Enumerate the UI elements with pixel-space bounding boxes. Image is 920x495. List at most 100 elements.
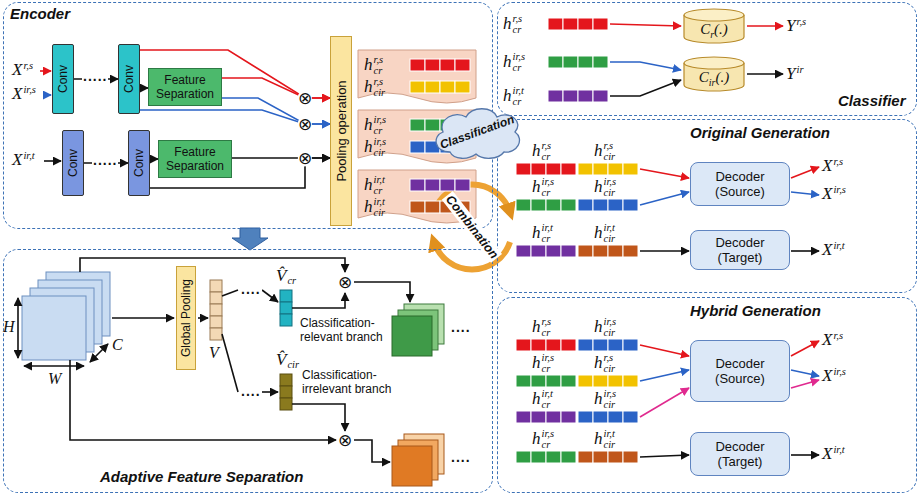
- cylinder-top: [684, 57, 744, 69]
- script-stack: ir,tcir: [604, 428, 616, 450]
- subscript: cir: [604, 151, 616, 162]
- subscript: cr: [374, 65, 384, 76]
- box-label: Decoder (Target): [694, 439, 786, 469]
- feature-bar-cell: [623, 199, 638, 211]
- wire: [262, 391, 278, 393]
- feature-bar-cell: [516, 163, 531, 175]
- wire: [610, 24, 681, 26]
- layer-label: Conv: [132, 149, 146, 177]
- subscript: cr: [542, 151, 552, 162]
- feature-bar-cell: [561, 375, 576, 387]
- symbol-base: Y: [786, 17, 795, 35]
- script-stack: r,s: [796, 16, 806, 36]
- weighted-map: [392, 446, 432, 486]
- ellipsis: ....: [450, 320, 472, 334]
- superscript: ir,t: [23, 150, 34, 161]
- script-stack: r,scir: [374, 76, 386, 98]
- feature-bar-cell: [440, 81, 455, 93]
- subscript: cr: [542, 399, 553, 410]
- wire: [791, 370, 819, 376]
- script-stack: r,scir: [604, 140, 616, 162]
- feature-bar-cell: [561, 451, 576, 463]
- feature-bar-cell: [608, 245, 623, 257]
- superscript: ir,t: [374, 196, 386, 207]
- vector-cell: [280, 290, 292, 302]
- box-label: Feature Separation: [151, 73, 219, 101]
- superscript: ir,t: [374, 174, 385, 185]
- symbol-base: h: [594, 178, 603, 196]
- feature-bar-cell: [578, 411, 593, 423]
- superscript: r,s: [374, 54, 384, 65]
- feature-bar-cell: [548, 18, 563, 30]
- feature-bar-cell: [623, 451, 638, 463]
- pooling-bar: Global Pooling: [176, 266, 196, 370]
- connector: [232, 157, 330, 159]
- feature-bar-cell: [548, 90, 563, 102]
- script-stack: cir: [287, 350, 299, 370]
- math-symbol: hr,scir: [594, 140, 615, 162]
- dimension-label: H: [3, 318, 15, 336]
- math-symbol: hr,scir: [594, 352, 615, 374]
- feature-bar-cell: [578, 339, 593, 351]
- feature-bar-cell: [546, 199, 561, 211]
- symbol-base: X: [12, 61, 22, 79]
- ellipsis: .....: [82, 69, 108, 83]
- feature-bar-cell: [531, 163, 546, 175]
- symbol-base: h: [364, 116, 373, 134]
- superscript: ir,t: [542, 388, 553, 399]
- math-symbol: V̂cir: [276, 350, 299, 370]
- subscript: cir: [287, 359, 299, 370]
- wire: [222, 334, 238, 392]
- feature-bar-cell: [455, 179, 470, 191]
- feature-bar-cell: [516, 451, 531, 463]
- dimension-label: V: [209, 344, 219, 362]
- conv-layer: Conv: [118, 44, 140, 114]
- math-symbol: hir,tcr: [364, 174, 385, 196]
- superscript: r,s: [796, 16, 806, 27]
- symbol-base: h: [503, 53, 512, 71]
- feature-bar-cell: [623, 375, 638, 387]
- vector-cell: [210, 328, 222, 340]
- superscript: r,s: [542, 316, 552, 327]
- math-symbol: Xr,s: [822, 156, 843, 176]
- box-label: Decoder (Source): [694, 356, 786, 386]
- script-stack: ir,s: [23, 84, 36, 104]
- feature-bar-cell: [608, 411, 623, 423]
- decoder-box: Decoder (Target): [690, 230, 790, 270]
- subscript: cir: [604, 363, 616, 374]
- symbol-base: h: [532, 142, 541, 160]
- dimension-label: C: [112, 336, 123, 354]
- superscript: r,s: [604, 352, 616, 363]
- math-symbol: hir,tcir: [594, 428, 615, 450]
- feature-bar-cell: [516, 199, 531, 211]
- pooling-bar: Pooling operation: [330, 36, 352, 226]
- math-symbol: Xir,s: [12, 84, 36, 104]
- symbol-base: X: [12, 85, 22, 103]
- superscript: ir,s: [374, 136, 387, 147]
- wire: [640, 192, 689, 205]
- classifier-cylinder: Cir(.): [682, 56, 746, 92]
- conv-layer: Conv: [52, 44, 74, 114]
- subscript: cr: [542, 233, 553, 244]
- feature-bar-cell: [623, 339, 638, 351]
- wire: [640, 388, 689, 417]
- feature-bar-cell: [455, 81, 470, 93]
- feature-bar-cell: [425, 119, 440, 131]
- multiply-symbol: ⊗: [338, 432, 352, 449]
- superscript: r,s: [374, 76, 386, 87]
- feature-bar-cell: [593, 199, 608, 211]
- feature-bar-cell: [410, 59, 425, 71]
- superscript: ir,t: [604, 428, 616, 439]
- script-stack: ir,tcr: [513, 85, 524, 107]
- separation-box: Feature Separation: [158, 140, 232, 178]
- math-symbol: Xir,t: [822, 240, 845, 260]
- symbol-base: h: [364, 78, 373, 96]
- script-stack: ir,tcir: [604, 222, 616, 244]
- classifier-name: Cir(.): [682, 69, 746, 86]
- subscript: cr: [542, 439, 555, 450]
- wire: [610, 62, 681, 70]
- superscript: ir,s: [604, 388, 617, 399]
- wire: [222, 290, 238, 296]
- symbol-base: Y: [786, 65, 795, 83]
